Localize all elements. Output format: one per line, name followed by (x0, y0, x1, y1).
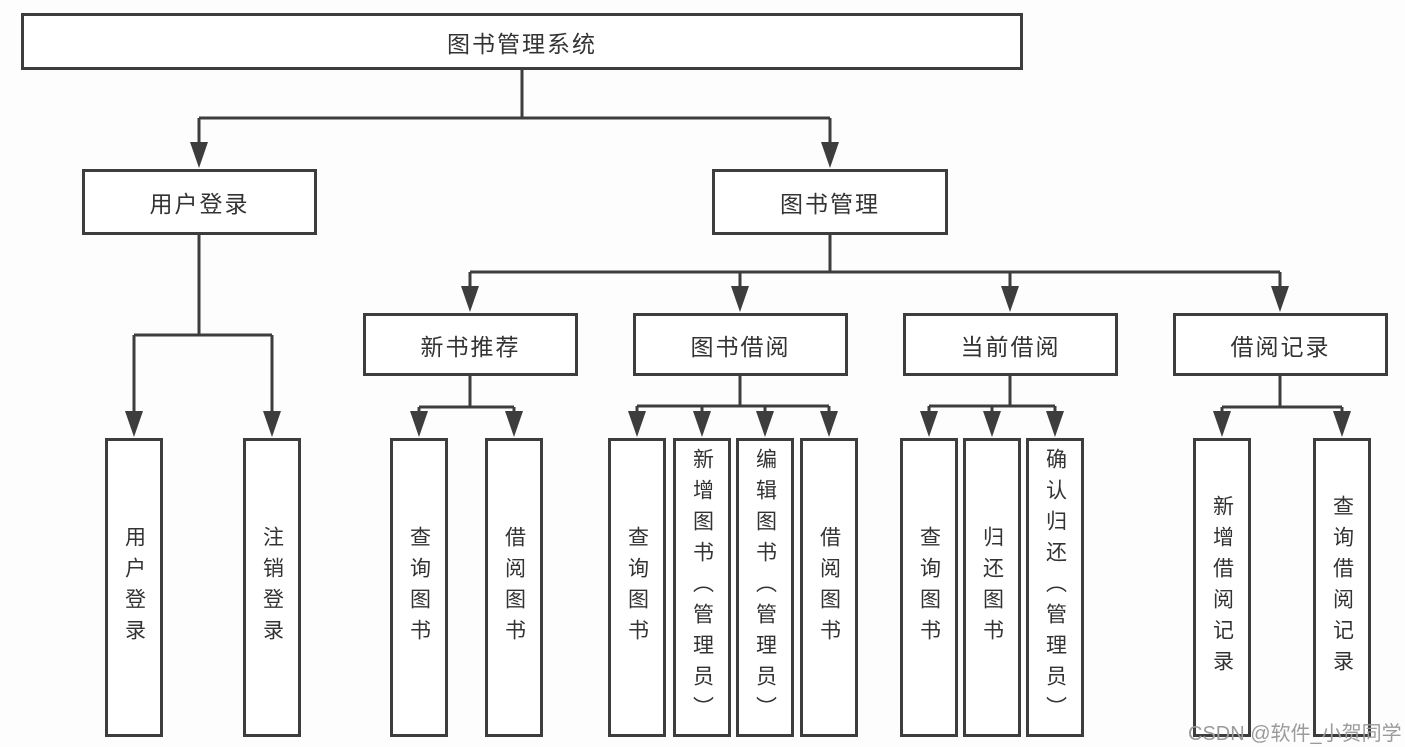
leaf-query-books-current: 查询图书 (900, 438, 958, 737)
node-label: 查询借阅记录 (1330, 494, 1354, 681)
node-label: 图书借阅 (690, 333, 791, 360)
node-label: 当前借阅 (960, 333, 1061, 360)
node-book-management: 图书管理 (712, 169, 948, 235)
leaf-add-books-admin: 新增图书（管理员） (673, 438, 731, 737)
leaf-confirm-return-admin: 确认归还（管理员） (1026, 438, 1084, 737)
node-label: 归还图书 (980, 525, 1004, 650)
leaf-query-books-borrowing: 查询图书 (608, 438, 666, 737)
node-label: 新增借阅记录 (1210, 494, 1234, 681)
node-user-login-branch: 用户登录 (82, 169, 317, 235)
node-label: 图书管理系统 (447, 30, 597, 57)
watermark: CSDN @软件_小贺同学 (1188, 723, 1402, 745)
node-current-borrowing: 当前借阅 (903, 313, 1118, 376)
node-label: 图书管理 (780, 191, 880, 217)
node-label: 新增图书（管理员） (690, 448, 714, 727)
node-label: 借阅图书 (817, 525, 841, 650)
leaf-borrow-books-recommend: 借阅图书 (485, 438, 543, 737)
leaf-return-books: 归还图书 (963, 438, 1021, 737)
node-label: 借阅图书 (502, 525, 526, 650)
node-label: 用户登录 (149, 191, 250, 217)
node-new-book-recommendation: 新书推荐 (363, 313, 578, 376)
node-library-system: 图书管理系统 (21, 13, 1023, 70)
node-label: 新书推荐 (420, 333, 521, 360)
leaf-add-borrow-record: 新增借阅记录 (1193, 438, 1251, 737)
node-label: 借阅记录 (1230, 333, 1331, 360)
leaf-query-borrow-record: 查询借阅记录 (1313, 438, 1371, 737)
leaf-user-login: 用户登录 (105, 438, 163, 737)
node-borrowing-records: 借阅记录 (1173, 313, 1388, 376)
node-label: 编辑图书（管理员） (753, 448, 777, 727)
node-label: 查询图书 (625, 525, 649, 650)
node-label: 确认归还（管理员） (1043, 448, 1067, 727)
node-label: 查询图书 (917, 525, 941, 650)
node-label: 注销登录 (260, 525, 284, 650)
leaf-edit-books-admin: 编辑图书（管理员） (736, 438, 794, 737)
leaf-query-books-recommend: 查询图书 (390, 438, 448, 737)
node-label: 查询图书 (407, 525, 431, 650)
node-book-borrowing: 图书借阅 (633, 313, 848, 376)
leaf-logout: 注销登录 (243, 438, 301, 737)
node-label: 用户登录 (122, 525, 146, 650)
leaf-borrow-books-borrowing: 借阅图书 (800, 438, 858, 737)
